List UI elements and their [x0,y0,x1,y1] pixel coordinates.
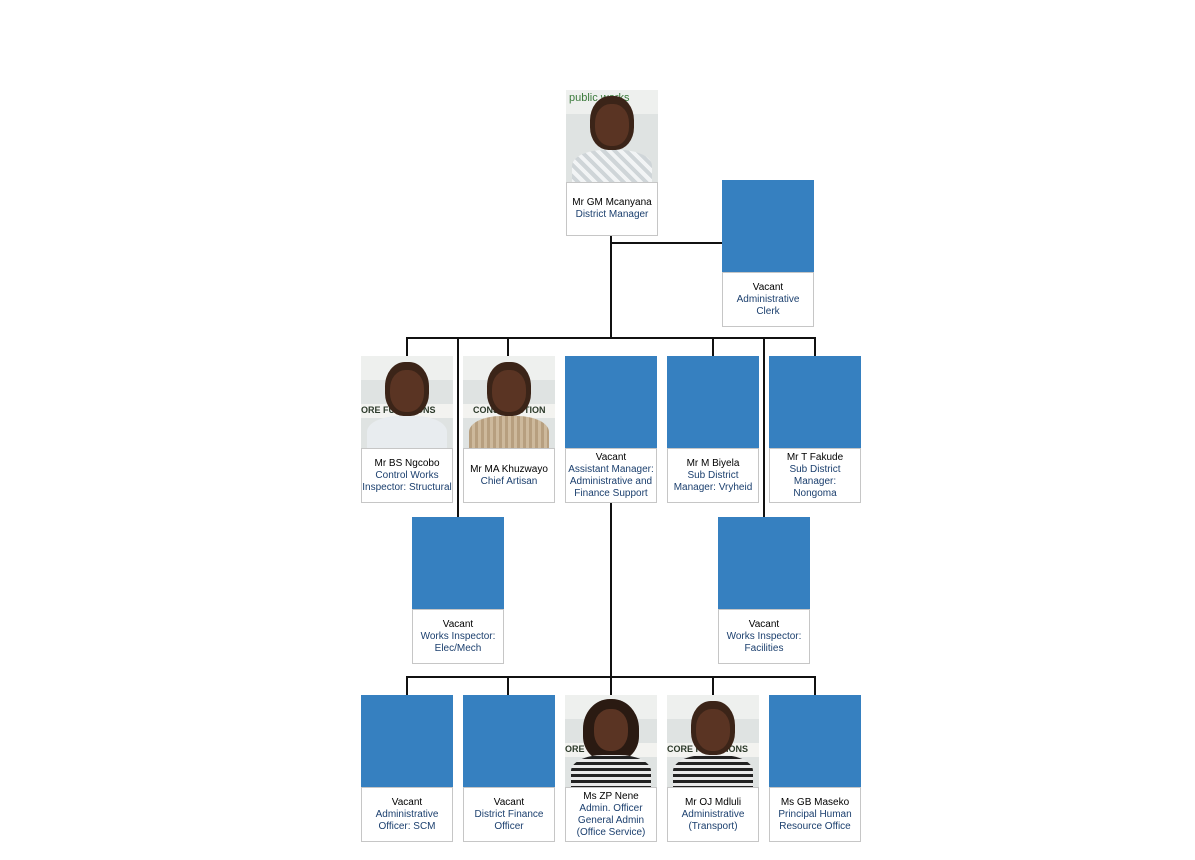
person-photo: ORE [565,695,657,787]
node-title: Administrative (Transport) [681,808,745,832]
node-name: Vacant [391,796,423,808]
node-card: Vacant Works Inspector: Elec/Mech [412,609,504,664]
node-name: Vacant [752,281,784,293]
node-name: Vacant [442,618,474,630]
connector-line [406,337,816,339]
connector-line [406,676,408,695]
connector-line [814,676,816,695]
connector-line [712,337,714,356]
node-card: Ms GB Maseko Principal Human Resource Of… [769,787,861,842]
connector-line [406,337,408,356]
connector-line [610,503,612,676]
node-name: Vacant [595,451,627,463]
connector-line [457,337,459,517]
person-photo: CORE FUNCTIONS [667,695,759,787]
connector-line [507,337,509,356]
node-card: Vacant District Finance Officer [463,787,555,842]
node-card: Vacant Administrative Clerk [722,272,814,327]
node-name: Vacant [748,618,780,630]
node-card: Mr OJ Mdluli Administrative (Transport) [667,787,759,842]
node-title: Sub District Manager: Nongoma [789,463,841,499]
node-name: Mr BS Ngcobo [374,457,440,469]
node-title: Principal Human Resource Office [778,808,852,832]
node-title: District Manager [575,209,649,220]
node-title: Control Works Inspector: Structural [362,469,452,493]
person-photo: CONSTRUCTION [463,356,555,448]
vacant-placeholder [361,695,453,787]
node-title: Administrative Clerk [736,293,800,317]
node-title: Assistant Manager: Administrative and Fi… [568,463,654,499]
node-title: Works Inspector: Facilities [726,630,802,654]
connector-line [507,676,509,695]
node-card: Mr T Fakude Sub District Manager: Nongom… [769,448,861,503]
connector-line [763,337,765,517]
node-card: Vacant Assistant Manager: Administrative… [565,448,657,503]
node-name: Mr MA Khuzwayo [470,463,548,475]
node-name: Vacant [493,796,525,808]
vacant-placeholder [769,356,861,448]
node-title: Administrative Officer: SCM [375,808,439,832]
vacant-placeholder [565,356,657,448]
node-card: Ms ZP Nene Admin. Officer General Admin … [565,787,657,842]
node-title: Sub District Manager: Vryheid [673,469,753,493]
node-card: Mr M Biyela Sub District Manager: Vryhei… [667,448,759,503]
node-card: Vacant Works Inspector: Facilities [718,609,810,664]
node-card: Mr MA Khuzwayo Chief Artisan [463,448,555,503]
node-name: Mr OJ Mdluli [684,796,742,808]
node-title: Admin. Officer General Admin (Office Ser… [576,802,646,838]
node-name: Mr M Biyela [686,457,740,469]
node-title: District Finance Officer [474,808,544,832]
connector-line [814,337,816,356]
node-title: Works Inspector: Elec/Mech [420,630,496,654]
node-name: Ms ZP Nene [583,790,639,802]
connector-line [712,676,714,695]
node-card: Mr GM Mcanyana District Manager [566,182,658,236]
person-photo: public works [566,90,658,182]
vacant-placeholder [769,695,861,787]
vacant-placeholder [718,517,810,609]
vacant-placeholder [722,180,814,272]
connector-line [610,242,723,244]
node-card: Mr BS Ngcobo Control Works Inspector: St… [361,448,453,503]
vacant-placeholder [463,695,555,787]
node-name: Mr T Fakude [786,451,844,463]
connector-line [610,236,612,338]
node-card: Vacant Administrative Officer: SCM [361,787,453,842]
node-title: Chief Artisan [480,475,538,487]
node-name: Mr GM Mcanyana [572,197,652,208]
vacant-placeholder [412,517,504,609]
connector-line [610,676,612,695]
node-name: Ms GB Maseko [780,796,850,808]
vacant-placeholder [667,356,759,448]
person-photo: ORE FUNCTIONS [361,356,453,448]
